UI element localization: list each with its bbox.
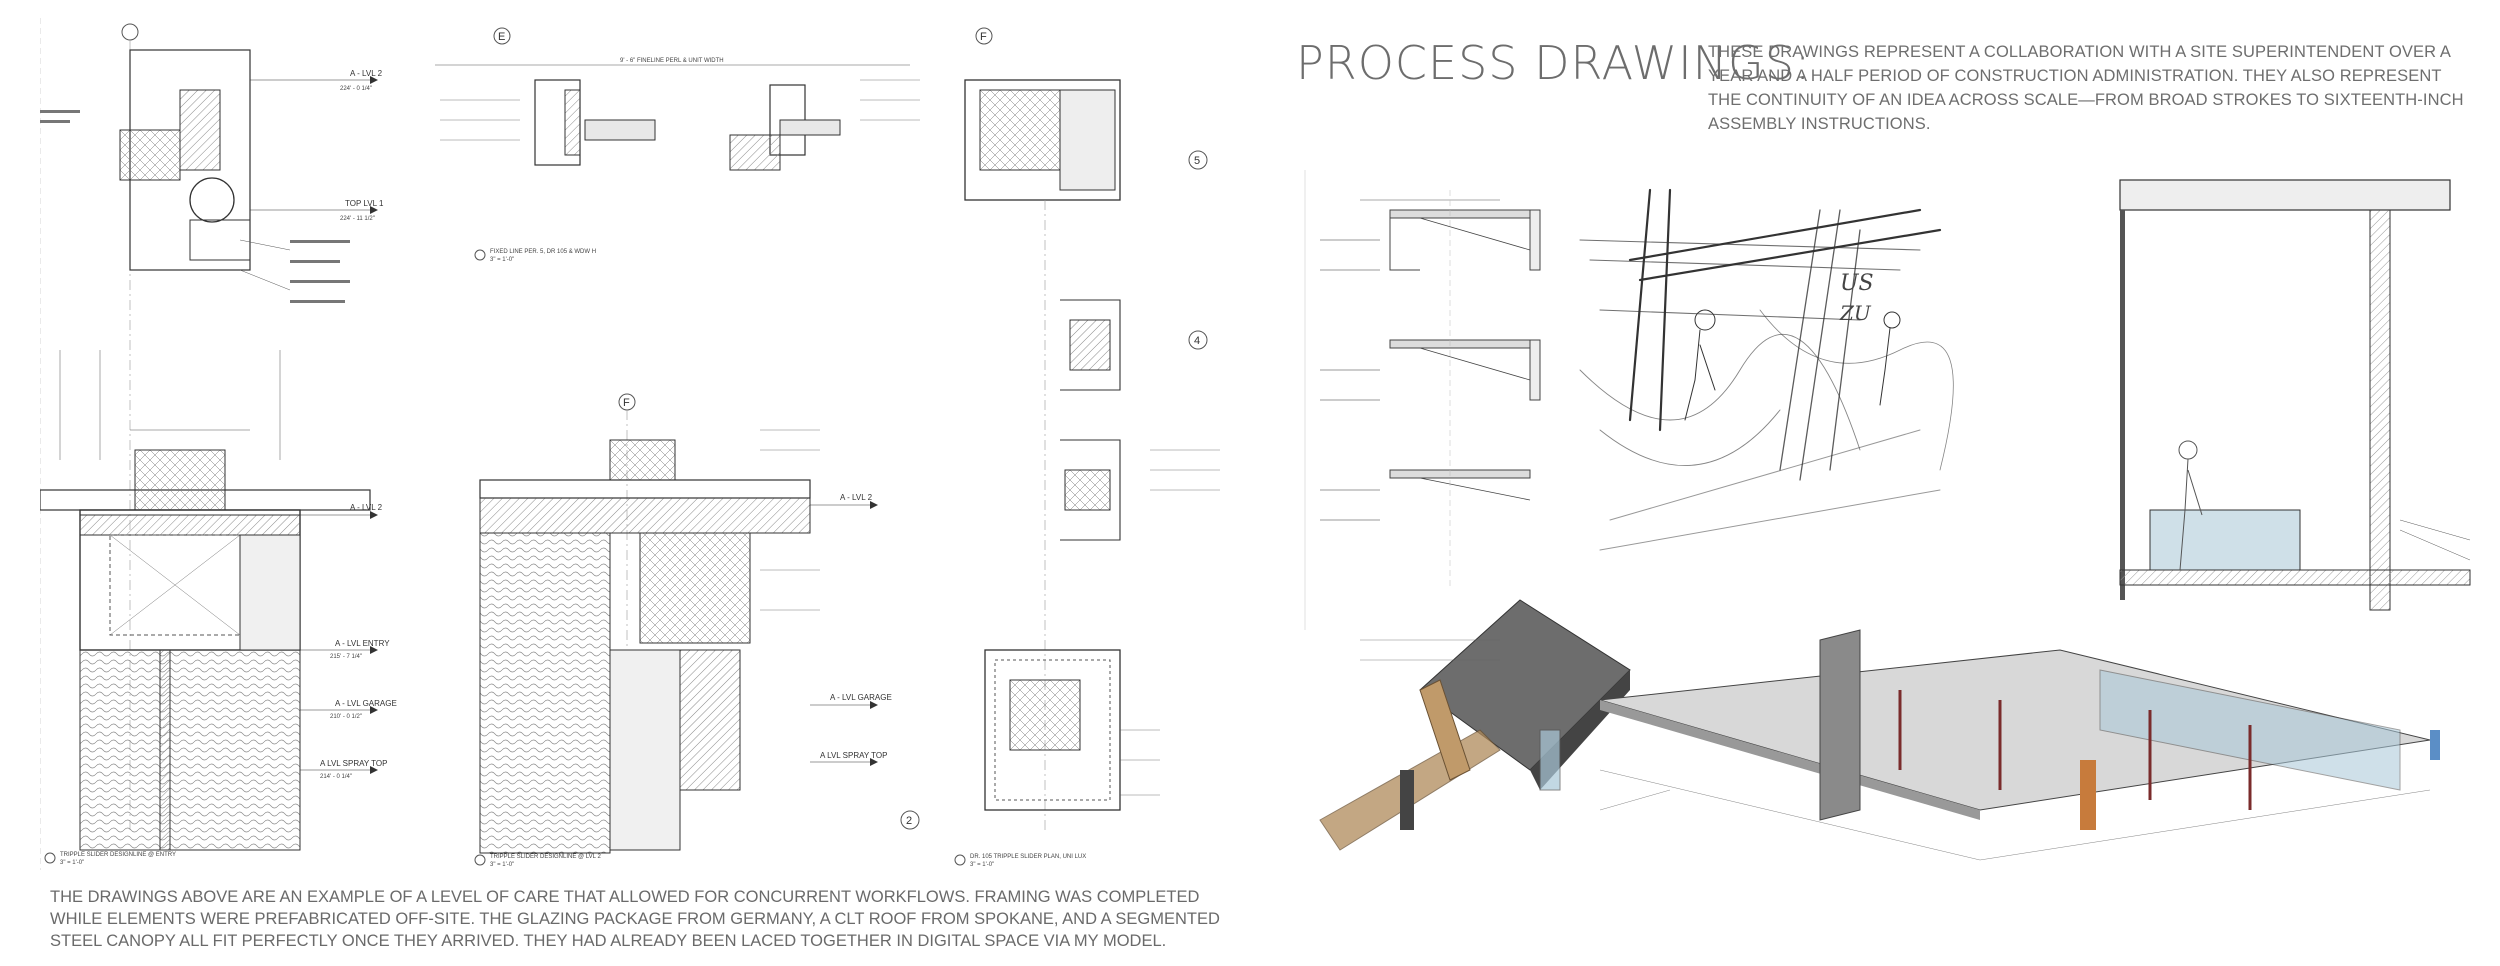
level-elev-lvl2-a: 224' - 0 1/4" [340, 86, 372, 92]
level-label-toplvl1: TOP LVL 1 [345, 199, 384, 208]
process-drawings-collage: US ZU [1304, 170, 2471, 861]
grid-marker-5: 5 [1194, 155, 1200, 167]
level-label-garage-a: A - LVL GARAGE [335, 699, 397, 708]
section-title-entry: TRIPPLE SLIDER DESIGNLINE @ ENTRY [60, 852, 176, 858]
hand-sketch: US ZU [1579, 188, 1954, 551]
level-elev-spray-a: 214' - 0 1/4" [320, 774, 352, 780]
bottom-caption: THE DRAWINGS ABOVE ARE AN EXAMPLE OF A L… [50, 888, 1220, 950]
canopy-section-stack [1304, 170, 1541, 630]
section-scale-lvl2: 3" = 1'-0" [490, 862, 514, 868]
section-title-lvl2: TRIPPLE SLIDER DESIGNLINE @ LVL 2 [490, 854, 601, 860]
steel-canopy-axonometric [1599, 629, 2440, 861]
section-scale-plan: 3" = 1'-0" [970, 862, 994, 868]
page-title: PROCESS DRAWINGS: [1296, 36, 1812, 90]
level-elev-entry: 215' - 7 1/4" [330, 654, 362, 660]
level-label-lvl2-a: A - LVL 2 [350, 69, 383, 78]
roof-axonometric [1319, 599, 1671, 851]
grid-marker-4: 4 [1194, 335, 1200, 347]
section-title-fixedline: FIXED LINE PER. 5, DR 105 & WDW H [490, 249, 596, 255]
grid-marker-e: E [498, 31, 505, 43]
grid-marker-f1: F [623, 397, 630, 409]
sketch-note-us: US [1840, 271, 1874, 296]
detail-section-lvl2: F A - LVL 2 A - LVL GARAGE A LVL SPRAY T… [474, 393, 892, 868]
section-title-plan: DR. 105 TRIPPLE SLIDER PLAN, UNI LUX [970, 854, 1086, 860]
detail-section-entry: A - LVL 2 A - LVL ENTRY 215' - 7 1/4" A … [40, 449, 397, 866]
grid-marker-f2: F [980, 31, 987, 43]
level-label-entry: A - LVL ENTRY [335, 639, 390, 648]
intro-paragraph: THESE DRAWINGS REPRESENT A COLLABORATION… [1708, 43, 2464, 133]
section-scale-fixedline: 3" = 1'-0" [490, 257, 514, 263]
level-label-lvl2-c: A - LVL 2 [840, 493, 873, 502]
level-elev-toplvl1: 224' - 11 1/2" [340, 216, 375, 222]
construction-details-sheet: A - LVL 2 224' - 0 1/4" TOP LVL 1 224' -… [40, 18, 1220, 870]
level-elev-garage-a: 210' - 0 1/2" [330, 714, 362, 720]
detail-head-entry: A - LVL 2 224' - 0 1/4" TOP LVL 1 224' -… [40, 18, 384, 870]
detail-plan-strip: E 9' - 6" FINELINE PERL & UNIT WIDTH FIX… [435, 27, 920, 263]
canopy-elevation [2119, 179, 2471, 611]
detail-slider-column: F 5 4 2 DR. 105 TRIPPLE SLIDER PLAN, UNI… [900, 27, 1220, 868]
sketch-note-zu: ZU [1839, 301, 1872, 325]
level-label-garage-b: A - LVL GARAGE [830, 693, 892, 702]
grid-marker-2: 2 [906, 815, 912, 827]
level-label-spray-a: A LVL SPRAY TOP [320, 759, 387, 768]
section-scale-entry: 3" = 1'-0" [60, 860, 84, 866]
level-label-lvl2-b: A - LVL 2 [350, 503, 383, 512]
dimension-fineline: 9' - 6" FINELINE PERL & UNIT WIDTH [620, 58, 724, 64]
level-label-spray-b: A LVL SPRAY TOP [820, 751, 887, 760]
